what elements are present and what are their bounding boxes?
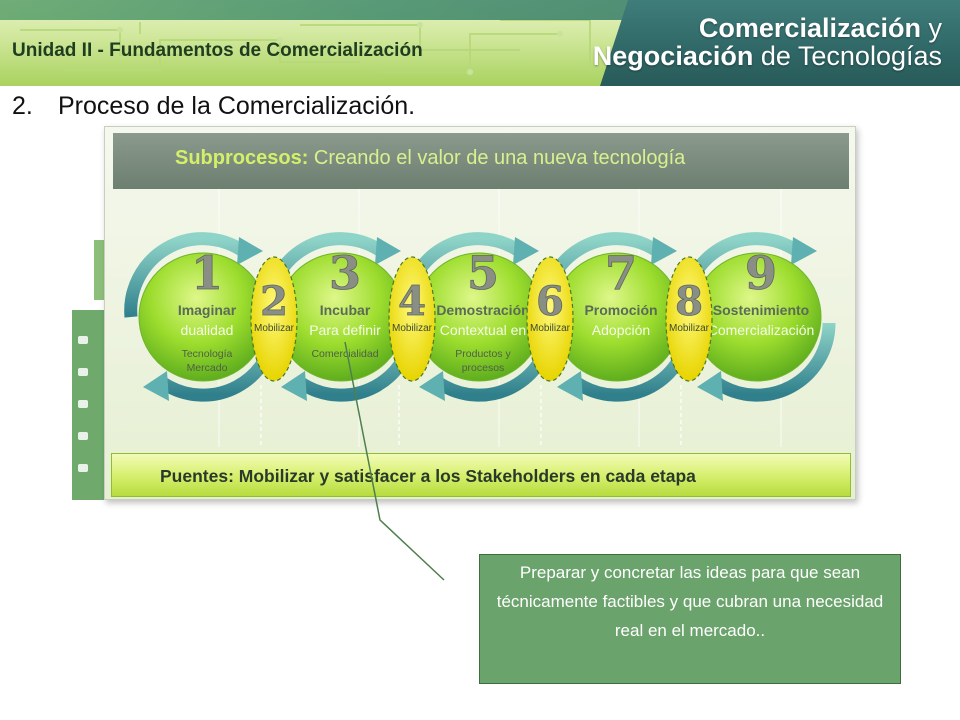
subprocess-label: Subprocesos: <box>175 147 309 169</box>
stage-title: Imaginar <box>178 302 237 318</box>
stage-title: Promoción <box>584 302 657 318</box>
bridge-number: 8 <box>675 278 703 325</box>
arrowhead-icon <box>419 371 445 401</box>
arrowhead-icon <box>791 237 817 265</box>
cycle-arrow-top <box>124 232 247 318</box>
bridge-number: 4 <box>398 278 426 325</box>
unit-title: Unidad II - Fundamentos de Comercializac… <box>12 40 423 61</box>
stage-subtitle: Para definir <box>309 322 381 338</box>
bridges-banner: Puentes: Mobilizar y satisfacer a los St… <box>111 453 851 497</box>
stage-subtitle: Comercialización <box>708 322 815 338</box>
arrowhead-icon <box>143 371 169 401</box>
stage-detail-line1: Productos y <box>455 348 511 360</box>
stage-number: 9 <box>745 246 777 300</box>
stage-number: 1 <box>191 246 223 300</box>
header-banner: Unidad II - Fundamentos de Comercializac… <box>0 0 960 86</box>
stage-number: 5 <box>467 246 499 300</box>
stage-subtitle: dualidad <box>181 322 234 338</box>
section-title: 2. Proceso de la Comercialización. <box>12 92 415 121</box>
stage-number: 7 <box>605 246 637 300</box>
arrowhead-icon <box>513 237 539 265</box>
brand-line2-thin: de Tecnologías <box>753 41 942 72</box>
incubar-callout: Preparar y concretar las ideas para que … <box>479 554 901 684</box>
stage-detail-line2: procesos <box>462 362 505 374</box>
arrowhead-icon <box>237 237 263 265</box>
bridge-label: Mobilizar <box>254 323 295 334</box>
brand-line2-bold: Negociación <box>592 41 754 72</box>
stage-title: Incubar <box>320 302 371 318</box>
arrowhead-icon <box>557 371 583 401</box>
brand-line1-thin: y <box>920 13 942 43</box>
bridge-label: Mobilizar <box>392 323 433 334</box>
subprocess-banner: Subprocesos: Creando el valor de una nue… <box>113 133 849 189</box>
header-brand-panel <box>600 0 960 86</box>
arrowhead-icon <box>651 237 677 265</box>
cycle-arrow-bottom <box>713 322 836 402</box>
stage-subtitle: Adopción <box>592 322 650 338</box>
brand-title: Comercialización y Negociación de Tecnol… <box>593 14 942 71</box>
bridge-lens <box>665 256 713 382</box>
bridge-number: 6 <box>536 278 564 325</box>
subprocess-description: Creando el valor de una nueva tecnología <box>308 147 686 169</box>
section-number: 2. <box>12 92 33 120</box>
circuit-pattern <box>20 19 591 75</box>
brand-line1-bold: Comercialización <box>698 13 921 43</box>
stage-subtitle: Contextual en <box>440 322 526 338</box>
stage-number: 3 <box>329 246 361 300</box>
bridge-label: Mobilizar <box>530 323 571 334</box>
stage-detail-line1: Comercialidad <box>311 348 378 360</box>
arrowhead-icon <box>697 371 723 401</box>
bridge-lens <box>526 256 574 382</box>
left-decoration <box>72 240 106 500</box>
arrowhead-icon <box>281 371 307 401</box>
stage-detail-line1: Tecnología <box>182 348 233 360</box>
bridge-label: Mobilizar <box>669 323 710 334</box>
process-diagram: Subprocesos: Creando el valor de una nue… <box>104 126 856 500</box>
bridge-number: 2 <box>260 278 288 325</box>
stage-detail-line2: Mercado <box>187 362 228 374</box>
arrowhead-icon <box>375 237 401 265</box>
section-title-text: Proceso de la Comercialización. <box>58 92 416 120</box>
stage-title: Sostenimiento <box>713 302 809 318</box>
stage-title: Demostración <box>436 302 529 318</box>
bridge-lens <box>250 256 298 382</box>
